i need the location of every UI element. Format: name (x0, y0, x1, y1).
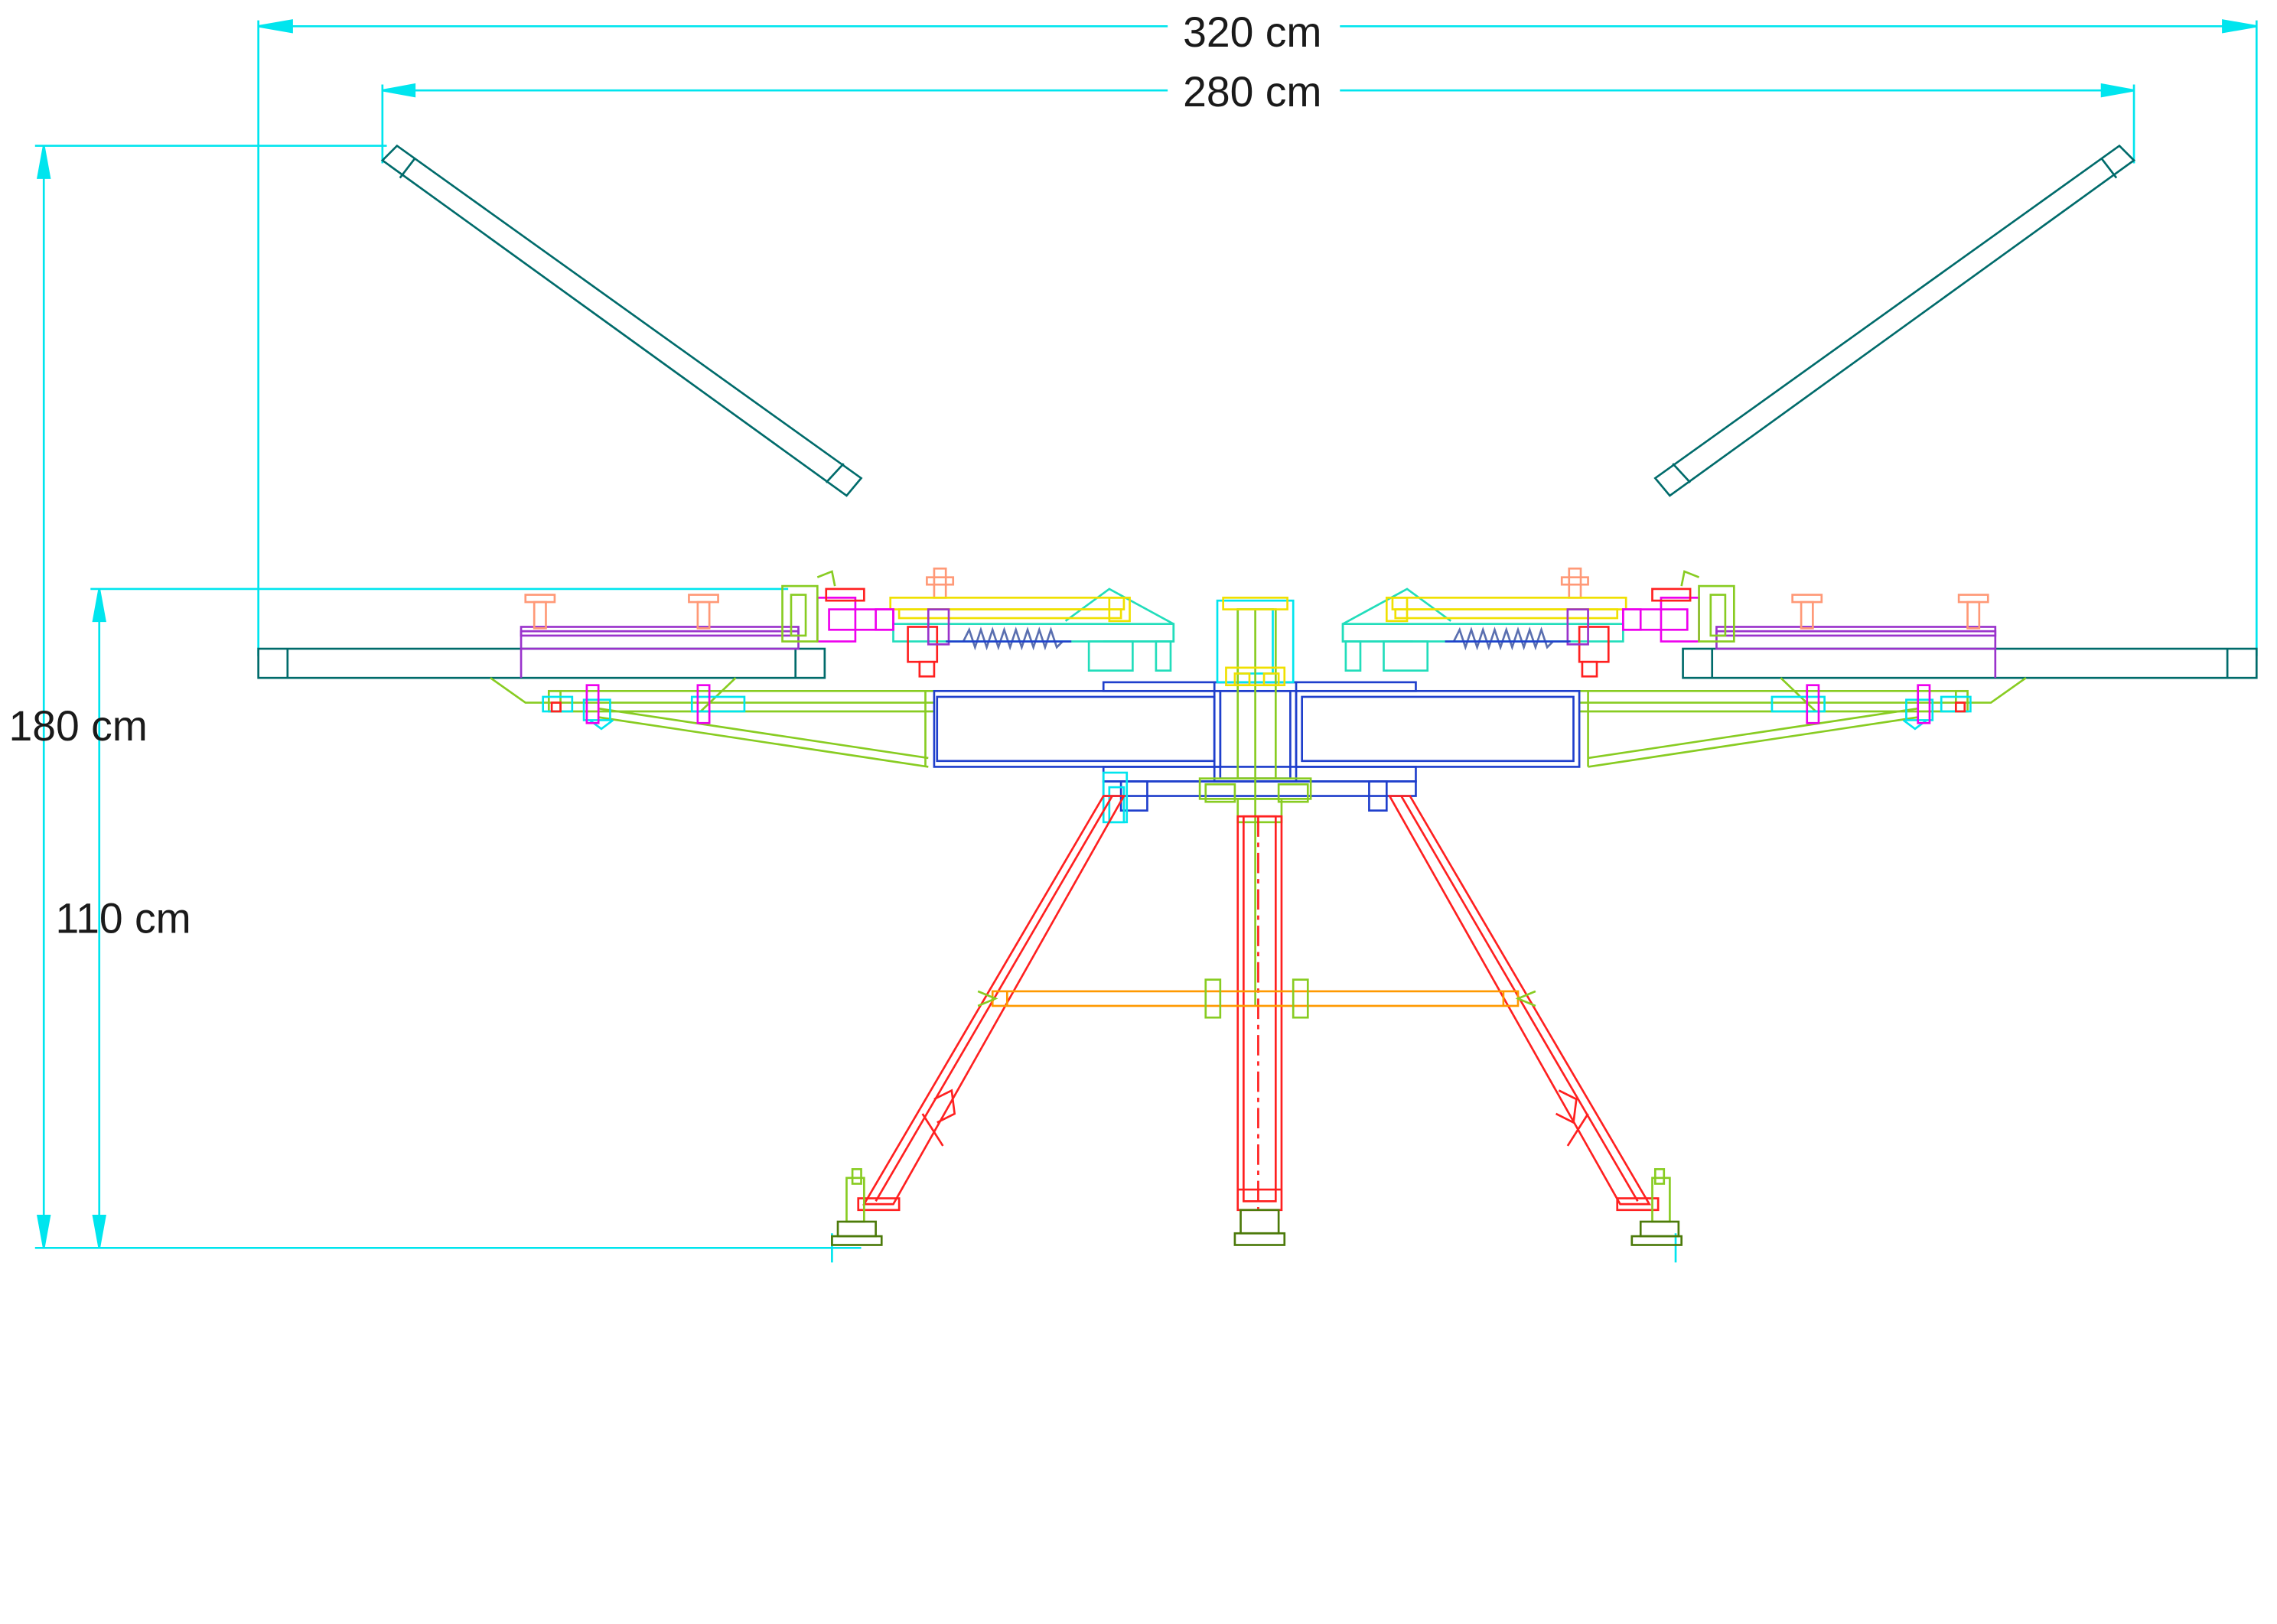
leg-right (1387, 795, 1660, 1212)
label-table-height: 110 cm (55, 895, 191, 942)
spring-icon (1452, 626, 1554, 651)
pallet-right (1682, 647, 2258, 679)
hub-top-clamps (1222, 597, 1288, 687)
pallet-boards (520, 626, 1997, 679)
label-overall-width: 320 cm (1183, 8, 1321, 56)
knob-icon (1560, 567, 1589, 599)
knob-icon (688, 594, 719, 630)
knob-icon (1791, 594, 1823, 630)
dimension-lines (34, 19, 2258, 1263)
screen-frames (380, 144, 2136, 497)
knob-icon (926, 567, 955, 599)
screen-holder-right (1341, 570, 1735, 678)
screen-holder-left (781, 570, 1175, 678)
screen-frame-right (1653, 144, 2136, 497)
feet (831, 1168, 1683, 1246)
foot-center (1233, 1209, 1286, 1246)
dimension-overall-height (34, 145, 387, 1248)
screen-frame-left (380, 144, 863, 497)
foot-left (845, 1168, 865, 1223)
foot-left-base (831, 1220, 883, 1246)
dimension-overall-width (257, 19, 2258, 656)
central-post (1236, 815, 1283, 1212)
knob-icon (1957, 594, 1989, 630)
pallet-left (257, 647, 826, 679)
hub-bearings (1102, 599, 1295, 824)
brace-fittings (977, 978, 1536, 1019)
foot-right-base (1630, 1220, 1683, 1246)
label-screen-width: 280 cm (1183, 68, 1321, 116)
support-arms (490, 677, 2027, 768)
knob-icon (524, 594, 556, 630)
arm-brackets (542, 684, 1972, 731)
central-hub (933, 681, 1581, 812)
dimension-table-height (90, 587, 789, 1248)
label-overall-height: 180 cm (8, 702, 147, 750)
spring-icon (962, 626, 1064, 651)
leg-left (857, 795, 1126, 1212)
foot-right (1651, 1168, 1671, 1223)
